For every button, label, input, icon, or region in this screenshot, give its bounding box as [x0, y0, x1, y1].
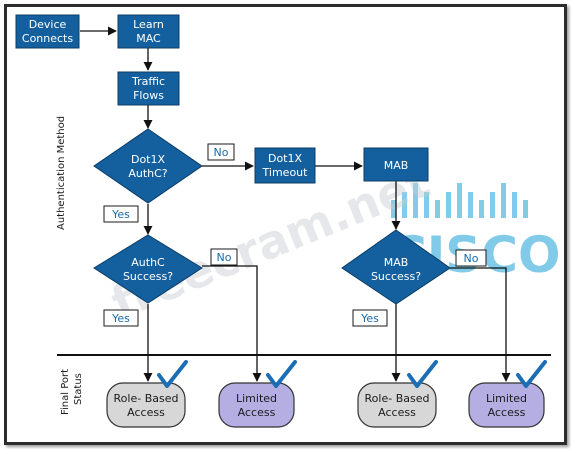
authc-no-label: No — [210, 248, 238, 266]
svg-text:Dot1X: Dot1X — [268, 152, 303, 165]
svg-text:No: No — [217, 251, 232, 264]
svg-text:Success?: Success? — [371, 270, 421, 283]
svg-text:No: No — [214, 146, 229, 159]
svg-text:Limited: Limited — [486, 392, 527, 405]
svg-text:Connects: Connects — [22, 32, 73, 45]
mab-no-label: No — [455, 249, 487, 267]
dot1x-no-label: No — [207, 143, 235, 161]
authc-success-decision: AuthC Success? — [93, 234, 203, 304]
svg-text:Traffic: Traffic — [131, 75, 165, 88]
svg-text:MAB: MAB — [384, 159, 409, 172]
dot1x-authc-decision: Dot1X AuthC? — [93, 128, 203, 204]
svg-text:Yes: Yes — [111, 312, 130, 325]
svg-text:Dot1X: Dot1X — [131, 153, 166, 166]
mab-yes-label: Yes — [352, 309, 388, 327]
checkmark-icon — [407, 360, 438, 388]
svg-text:No: No — [464, 252, 479, 265]
checkmark-icon — [516, 360, 547, 388]
svg-text:Access: Access — [238, 406, 276, 419]
edge-mab-no — [450, 267, 511, 382]
svg-text:Timeout: Timeout — [262, 166, 309, 179]
svg-text:Access: Access — [488, 406, 526, 419]
mab-node: MAB — [363, 147, 429, 182]
svg-text:MAC: MAC — [136, 32, 161, 45]
learn-mac-node: Learn MAC — [117, 14, 180, 49]
limited-access-outcome-1: Limited Access — [218, 382, 295, 428]
dot1x-yes-label: Yes — [103, 205, 139, 223]
svg-text:Flows: Flows — [133, 89, 164, 102]
svg-text:Access: Access — [127, 406, 165, 419]
status-label: Status — [73, 373, 84, 405]
checkmark-icon — [157, 360, 188, 388]
traffic-flows-node: Traffic Flows — [117, 71, 180, 106]
dot1x-timeout-node: Dot1X Timeout — [254, 147, 316, 184]
final-port-label: Final Port — [60, 369, 71, 415]
svg-text:Learn: Learn — [133, 18, 164, 31]
svg-text:Access: Access — [378, 406, 416, 419]
limited-access-outcome-2: Limited Access — [468, 382, 545, 428]
svg-text:Role- Based: Role- Based — [114, 392, 179, 405]
authc-yes-label: Yes — [103, 309, 139, 327]
authentication-method-label: Authentication Method — [56, 116, 67, 230]
svg-text:Device: Device — [29, 18, 67, 31]
svg-text:Role- Based: Role- Based — [365, 392, 430, 405]
svg-text:AuthC?: AuthC? — [128, 167, 167, 180]
svg-text:Yes: Yes — [360, 312, 379, 325]
svg-text:MAB: MAB — [384, 256, 409, 269]
svg-text:Yes: Yes — [111, 208, 130, 221]
checkmark-icon — [266, 360, 297, 388]
svg-text:Limited: Limited — [236, 392, 277, 405]
role-based-access-outcome-2: Role- Based Access — [357, 382, 437, 428]
role-based-access-outcome-1: Role- Based Access — [106, 382, 186, 428]
mab-success-decision: MAB Success? — [341, 229, 451, 305]
edge-authc-no — [202, 265, 262, 382]
svg-text:AuthC: AuthC — [131, 256, 165, 269]
device-connects-node: Device Connects — [15, 14, 80, 49]
svg-text:Success?: Success? — [123, 270, 173, 283]
